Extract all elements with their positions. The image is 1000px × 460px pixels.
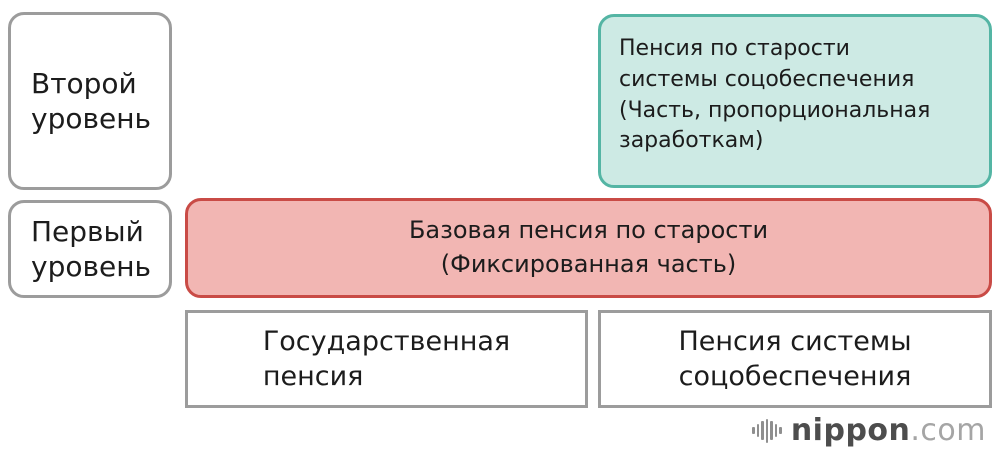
tier1-box: Первый уровень (8, 200, 172, 298)
basic-pension-label: Базовая пенсия по старости (Фиксированна… (408, 216, 769, 278)
logo-name-text: nippon (790, 413, 911, 448)
earnings-pension-box: Пенсия по старости системы соцобеспечени… (598, 14, 992, 188)
earnings-pension-label: Пенсия по старости системы соцобеспечени… (619, 36, 931, 154)
social-security-pension-box: Пенсия системы соцобеспечения (598, 310, 992, 408)
tier1-label: Первый уровень (31, 215, 152, 283)
nippon-com-logo: nippon .com (752, 413, 986, 448)
tier2-label: Второй уровень (31, 67, 152, 135)
basic-pension-box: Базовая пенсия по старости (Фиксированна… (185, 198, 992, 298)
soundwave-icon (752, 418, 782, 443)
national-pension-box: Государственная пенсия (185, 310, 588, 408)
tier2-box: Второй уровень (8, 12, 172, 190)
logo-tld-text: .com (910, 413, 986, 448)
national-pension-label: Государственная пенсия (262, 325, 511, 392)
social-security-pension-label: Пенсия системы соцобеспечения (678, 325, 912, 392)
